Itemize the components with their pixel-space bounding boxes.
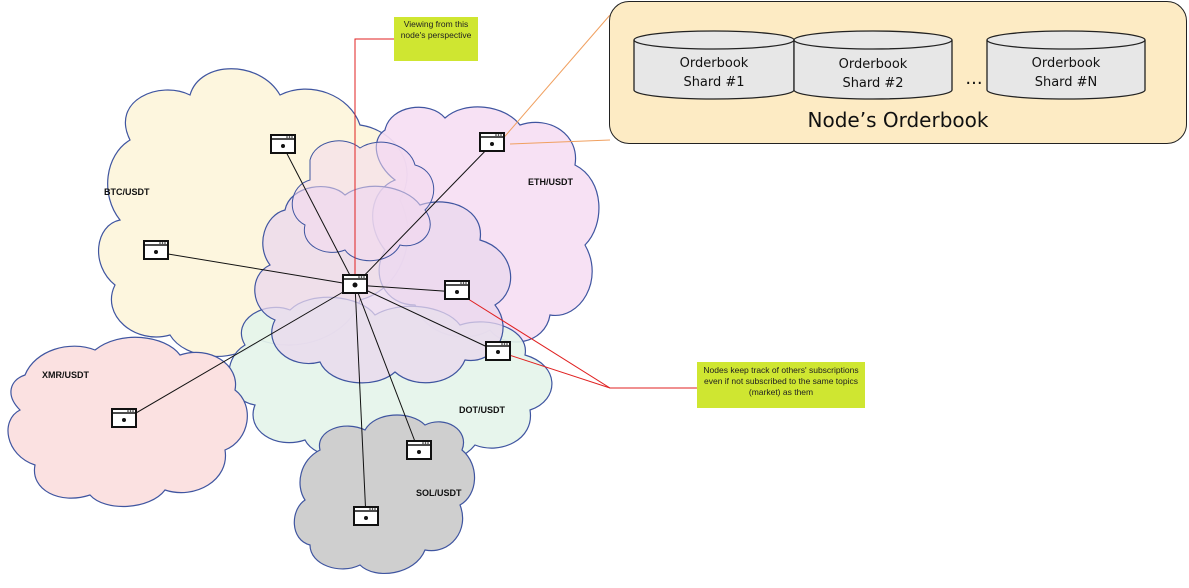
shard-n-line1: Orderbook: [1032, 56, 1101, 71]
connection-line: [282, 145, 356, 286]
node-btc-2[interactable]: [143, 240, 169, 260]
connection-line: [155, 251, 356, 286]
annotation-lines: [354, 14, 697, 389]
cloud-label-eth: ETH/USDT: [528, 177, 574, 187]
node-xmr-1[interactable]: [111, 408, 137, 428]
connection-line: [354, 284, 499, 353]
tracking-pointer-line-b: [499, 351, 611, 389]
node-center-2[interactable]: [444, 280, 470, 300]
cloud-label-dot: DOT/USDT: [459, 405, 506, 415]
cloud-label-btc: BTC/USDT: [104, 187, 150, 197]
orderbook-pointer-lower: [509, 139, 611, 145]
connection-line: [354, 284, 458, 293]
connection-line: [123, 284, 356, 421]
viewing-pointer-line: [354, 38, 394, 283]
shard-ellipsis: ...: [965, 68, 982, 89]
note-viewing-perspective: Viewing from this node's perspective: [394, 17, 478, 61]
shard-n-line2: Shard #N: [1035, 75, 1098, 90]
node-dot-1[interactable]: [485, 341, 511, 361]
node-dot-2[interactable]: [406, 440, 432, 460]
orderbook-shards: Orderbook Shard #1 Orderbook Shard #2 ..…: [633, 30, 1146, 100]
connection-line: [354, 284, 367, 519]
orderbook-title: Node’s Orderbook: [807, 108, 989, 132]
shard-1-line2: Shard #1: [683, 75, 744, 90]
shard-2-line2: Shard #2: [842, 76, 903, 91]
cloud-label-xmr: XMR/USDT: [42, 370, 90, 380]
nodes: [111, 132, 511, 526]
connection-line: [354, 284, 420, 453]
connections: [123, 143, 499, 519]
node-eth-1[interactable]: [479, 132, 505, 152]
shard-cylinder-2: Orderbook Shard #2: [793, 30, 953, 100]
shard-1-line1: Orderbook: [680, 56, 749, 71]
node-center-self[interactable]: [342, 274, 368, 294]
node-btc-1[interactable]: [270, 134, 296, 154]
shard-2-line1: Orderbook: [839, 57, 908, 72]
note-tracking-subscriptions: Nodes keep track of others' subscription…: [697, 362, 865, 408]
node-sol-1[interactable]: [353, 506, 379, 526]
shard-cylinder-1: Orderbook Shard #1: [633, 30, 795, 100]
orderbook-panel: Orderbook Shard #1 Orderbook Shard #2 ..…: [609, 1, 1187, 144]
cloud-ethinner: [291, 140, 435, 262]
orderbook-pointer-upper: [499, 14, 611, 143]
shard-cylinder-n: Orderbook Shard #N: [986, 30, 1146, 100]
connection-line: [354, 143, 493, 286]
cloud-label-sol: SOL/USDT: [416, 488, 462, 498]
